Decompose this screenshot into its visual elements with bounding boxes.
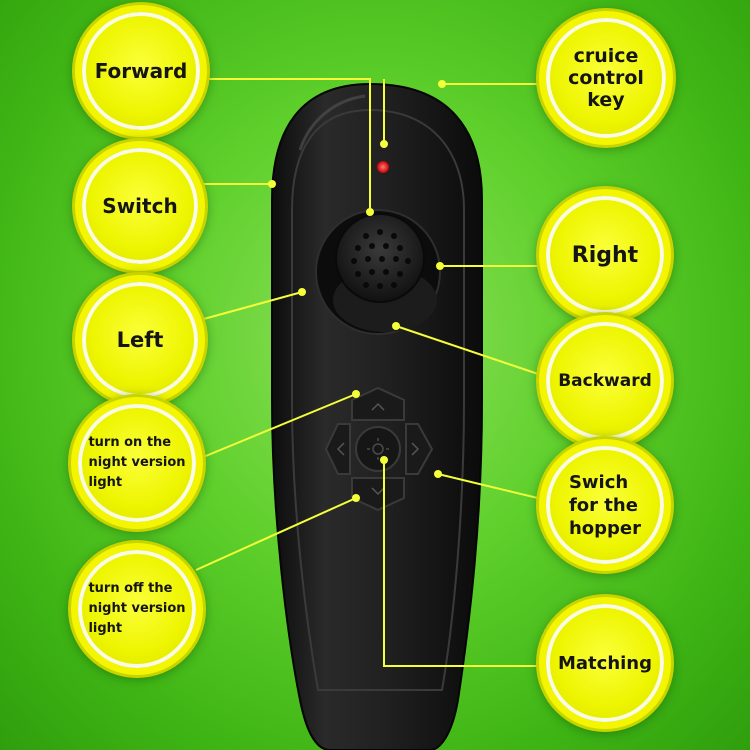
- callout-backward-label: Backward: [558, 371, 652, 391]
- leader-night-on-dot: [352, 390, 360, 398]
- leader-backward-dot: [392, 322, 400, 330]
- callout-night-light-off-label: turn off the night version light: [88, 581, 186, 636]
- callout-left-label: Left: [116, 328, 164, 352]
- arrow-down-icon: [371, 487, 385, 496]
- callout-hopper-switch: Swich for the hopper: [546, 446, 664, 564]
- arrow-right-icon: [411, 442, 420, 456]
- leader-cruise-dot: [438, 80, 446, 88]
- callout-forward-label: Forward: [94, 59, 188, 83]
- leader-night-off-dot: [352, 494, 360, 502]
- dpad-center-button: [355, 426, 401, 472]
- remote-highlight: [298, 94, 366, 151]
- callout-night-light-off: turn off the night version light: [78, 550, 196, 668]
- leader-forward-led-dot: [380, 140, 388, 148]
- callout-left: Left: [82, 282, 198, 398]
- joystick-grip-dots: [351, 229, 411, 289]
- callout-forward: Forward: [82, 12, 200, 130]
- leader-matching-dot: [380, 456, 388, 464]
- callout-switch: Switch: [82, 148, 198, 264]
- leader-right-dot: [436, 262, 444, 270]
- status-led: [377, 161, 389, 173]
- leader-hopper-dot: [434, 470, 442, 478]
- leader-left: [199, 291, 303, 321]
- callout-matching-label: Matching: [557, 652, 653, 674]
- arrow-up-icon: [371, 402, 385, 411]
- callout-right: Right: [546, 196, 664, 314]
- callout-cruise-control: cruice control key: [546, 18, 666, 138]
- leader-night-on: [195, 393, 357, 461]
- leader-hopper: [437, 473, 547, 501]
- direction-pad: [324, 386, 434, 512]
- callout-matching: Matching: [546, 604, 664, 722]
- sun-icon: [367, 438, 389, 460]
- remote-inner-panel: [291, 108, 465, 691]
- callout-switch-label: Switch: [102, 194, 178, 218]
- callout-night-light-on: turn on the night version light: [78, 404, 196, 522]
- leader-night-off: [195, 497, 357, 571]
- leader-left-dot: [298, 288, 306, 296]
- callout-hopper-switch-label: Swich for the hopper: [568, 471, 642, 539]
- leader-backward: [395, 325, 545, 377]
- callout-cruise-control-label: cruice control key: [568, 45, 644, 111]
- arrow-left-icon: [336, 442, 345, 456]
- callout-backward: Backward: [546, 322, 664, 440]
- leader-forward-dot: [366, 208, 374, 216]
- leader-switch-dot: [268, 180, 276, 188]
- callout-night-light-on-label: turn on the night version light: [88, 435, 186, 490]
- leader-matching: [383, 460, 546, 667]
- callout-right-label: Right: [571, 242, 639, 268]
- leader-forward: [198, 78, 371, 212]
